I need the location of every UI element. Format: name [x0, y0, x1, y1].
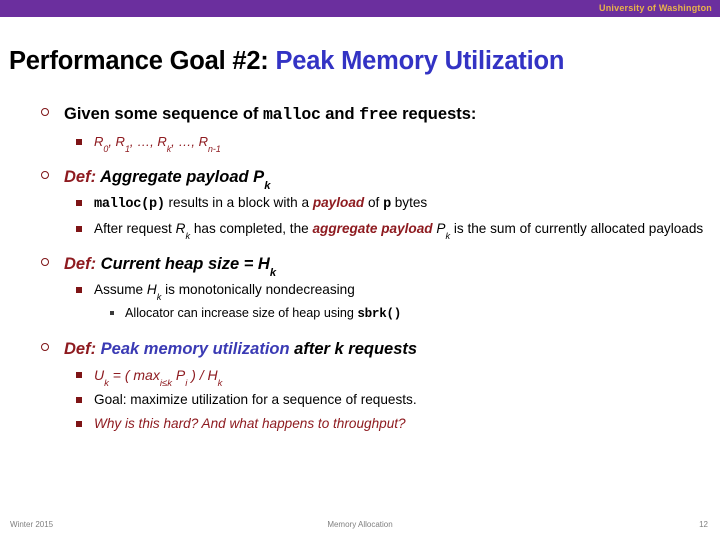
code-malloc-p: malloc(p): [94, 197, 165, 212]
bullet-block-peak-utilization: Def: Peak memory utilization after k req…: [0, 339, 720, 433]
small-square-bullet-icon: [110, 311, 114, 315]
circle-bullet-icon: [41, 343, 49, 351]
request-sequence-formula: R0, R1, …, Rk, …, Rn-1: [94, 134, 221, 155]
circle-bullet-icon: [41, 171, 49, 179]
code-p: p: [383, 197, 391, 212]
bullet-block-requests: Given some sequence of malloc and free r…: [0, 104, 720, 155]
bullet-level1-def-aggregate-payload: Def: Aggregate payload Pk: [0, 167, 720, 193]
text-of: of: [364, 195, 384, 210]
bullet-block-aggregate-payload: Def: Aggregate payload Pk malloc(p) resu…: [0, 167, 720, 242]
university-name-label: University of Washington: [599, 3, 712, 13]
bullet-level3-sbrk: Allocator can increase size of heap usin…: [0, 305, 720, 323]
slide-body: Given some sequence of malloc and free r…: [0, 104, 720, 433]
bullet-level2-why-hard: Why is this hard? And what happens to th…: [0, 415, 720, 433]
var-R-k: Rk: [175, 221, 191, 242]
bullet-level2-after-request: After request Rk has completed, the aggr…: [0, 220, 720, 242]
code-sbrk: sbrk(): [357, 307, 401, 321]
bullet-block-heap-size: Def: Current heap size = Hk Assume Hk is…: [0, 254, 720, 323]
text-sum-of-payloads: is the sum of currently allocated payloa…: [450, 221, 704, 236]
subscript-k: k: [264, 180, 271, 193]
university-header-band: University of Washington: [0, 0, 720, 17]
def-heading-peak-memory-utilization: Peak memory utilization: [96, 340, 290, 358]
bullet-level1-given-sequence: Given some sequence of malloc and free r…: [0, 104, 720, 125]
page-title: Performance Goal #2: Peak Memory Utiliza…: [9, 46, 715, 76]
code-free: free: [359, 105, 398, 124]
text-assume: Assume: [94, 282, 147, 297]
text-goal-maximize-utilization: Goal: maximize utilization for a sequenc…: [94, 392, 417, 407]
circle-bullet-icon: [41, 258, 49, 266]
def-label: Def:: [64, 340, 97, 358]
footer-topic: Memory Allocation: [327, 520, 393, 529]
bullet-text-a: Given some sequence of: [64, 105, 263, 123]
slide-footer: Winter 2015 Memory Allocation 12: [0, 520, 720, 534]
bullet-text-c: requests:: [397, 105, 477, 123]
def-heading-current-heap-size: Current heap size = Hk: [96, 255, 277, 280]
def-heading-aggregate-payload: Aggregate payload Pk: [96, 168, 271, 193]
bullet-level2-goal: Goal: maximize utilization for a sequenc…: [0, 391, 720, 409]
page-title-primary: Performance Goal #2:: [9, 47, 269, 75]
square-bullet-icon: [76, 226, 82, 232]
def-label: Def:: [64, 255, 97, 273]
square-bullet-icon: [76, 287, 82, 293]
bullet-level2-malloc-payload: malloc(p) results in a block with a payl…: [0, 194, 720, 214]
bullet-level2-utilization-formula: Uk = ( maxi≤k Pi ) / Hk: [0, 366, 720, 390]
square-bullet-icon: [76, 372, 82, 378]
bullet-level1-def-peak-memory-utilization: Def: Peak memory utilization after k req…: [0, 339, 720, 360]
bullet-text-b: and: [320, 105, 360, 123]
var-H-k: Hk: [146, 282, 162, 303]
def-label: Def:: [64, 168, 97, 186]
emphasis-aggregate-payload: aggregate payload: [312, 221, 433, 236]
text-has-completed: has completed, the: [190, 221, 313, 236]
text-bytes: bytes: [390, 195, 428, 210]
utilization-formula: Uk = ( maxi≤k Pi ) / Hk: [94, 367, 223, 390]
text-monotonically-nondecreasing: is monotonically nondecreasing: [161, 282, 355, 297]
footer-page-number: 12: [699, 520, 708, 529]
bullet-level2-request-list: R0, R1, …, Rk, …, Rn-1: [0, 133, 720, 155]
def-heading-tail: after k requests: [289, 340, 418, 358]
page-title-accent: Peak Memory Utilization: [275, 47, 565, 75]
footer-term: Winter 2015: [10, 520, 54, 529]
text-after-request: After request: [94, 221, 176, 236]
square-bullet-icon: [76, 421, 82, 427]
text-why-is-this-hard: Why is this hard? And what happens to th…: [94, 416, 406, 431]
circle-bullet-icon: [41, 108, 49, 116]
text-results-in-block: results in a block with a: [164, 195, 313, 210]
square-bullet-icon: [76, 200, 82, 206]
bullet-level2-monotonic: Assume Hk is monotonically nondecreasing: [0, 281, 720, 303]
var-P-k: Pk: [436, 221, 451, 242]
square-bullet-icon: [76, 139, 82, 145]
emphasis-payload: payload: [312, 195, 365, 210]
square-bullet-icon: [76, 397, 82, 403]
bullet-level1-def-current-heap-size: Def: Current heap size = Hk: [0, 254, 720, 280]
text-allocator-increase-heap: Allocator can increase size of heap usin…: [125, 306, 358, 320]
code-malloc: malloc: [262, 105, 321, 124]
subscript-k: k: [269, 267, 277, 280]
